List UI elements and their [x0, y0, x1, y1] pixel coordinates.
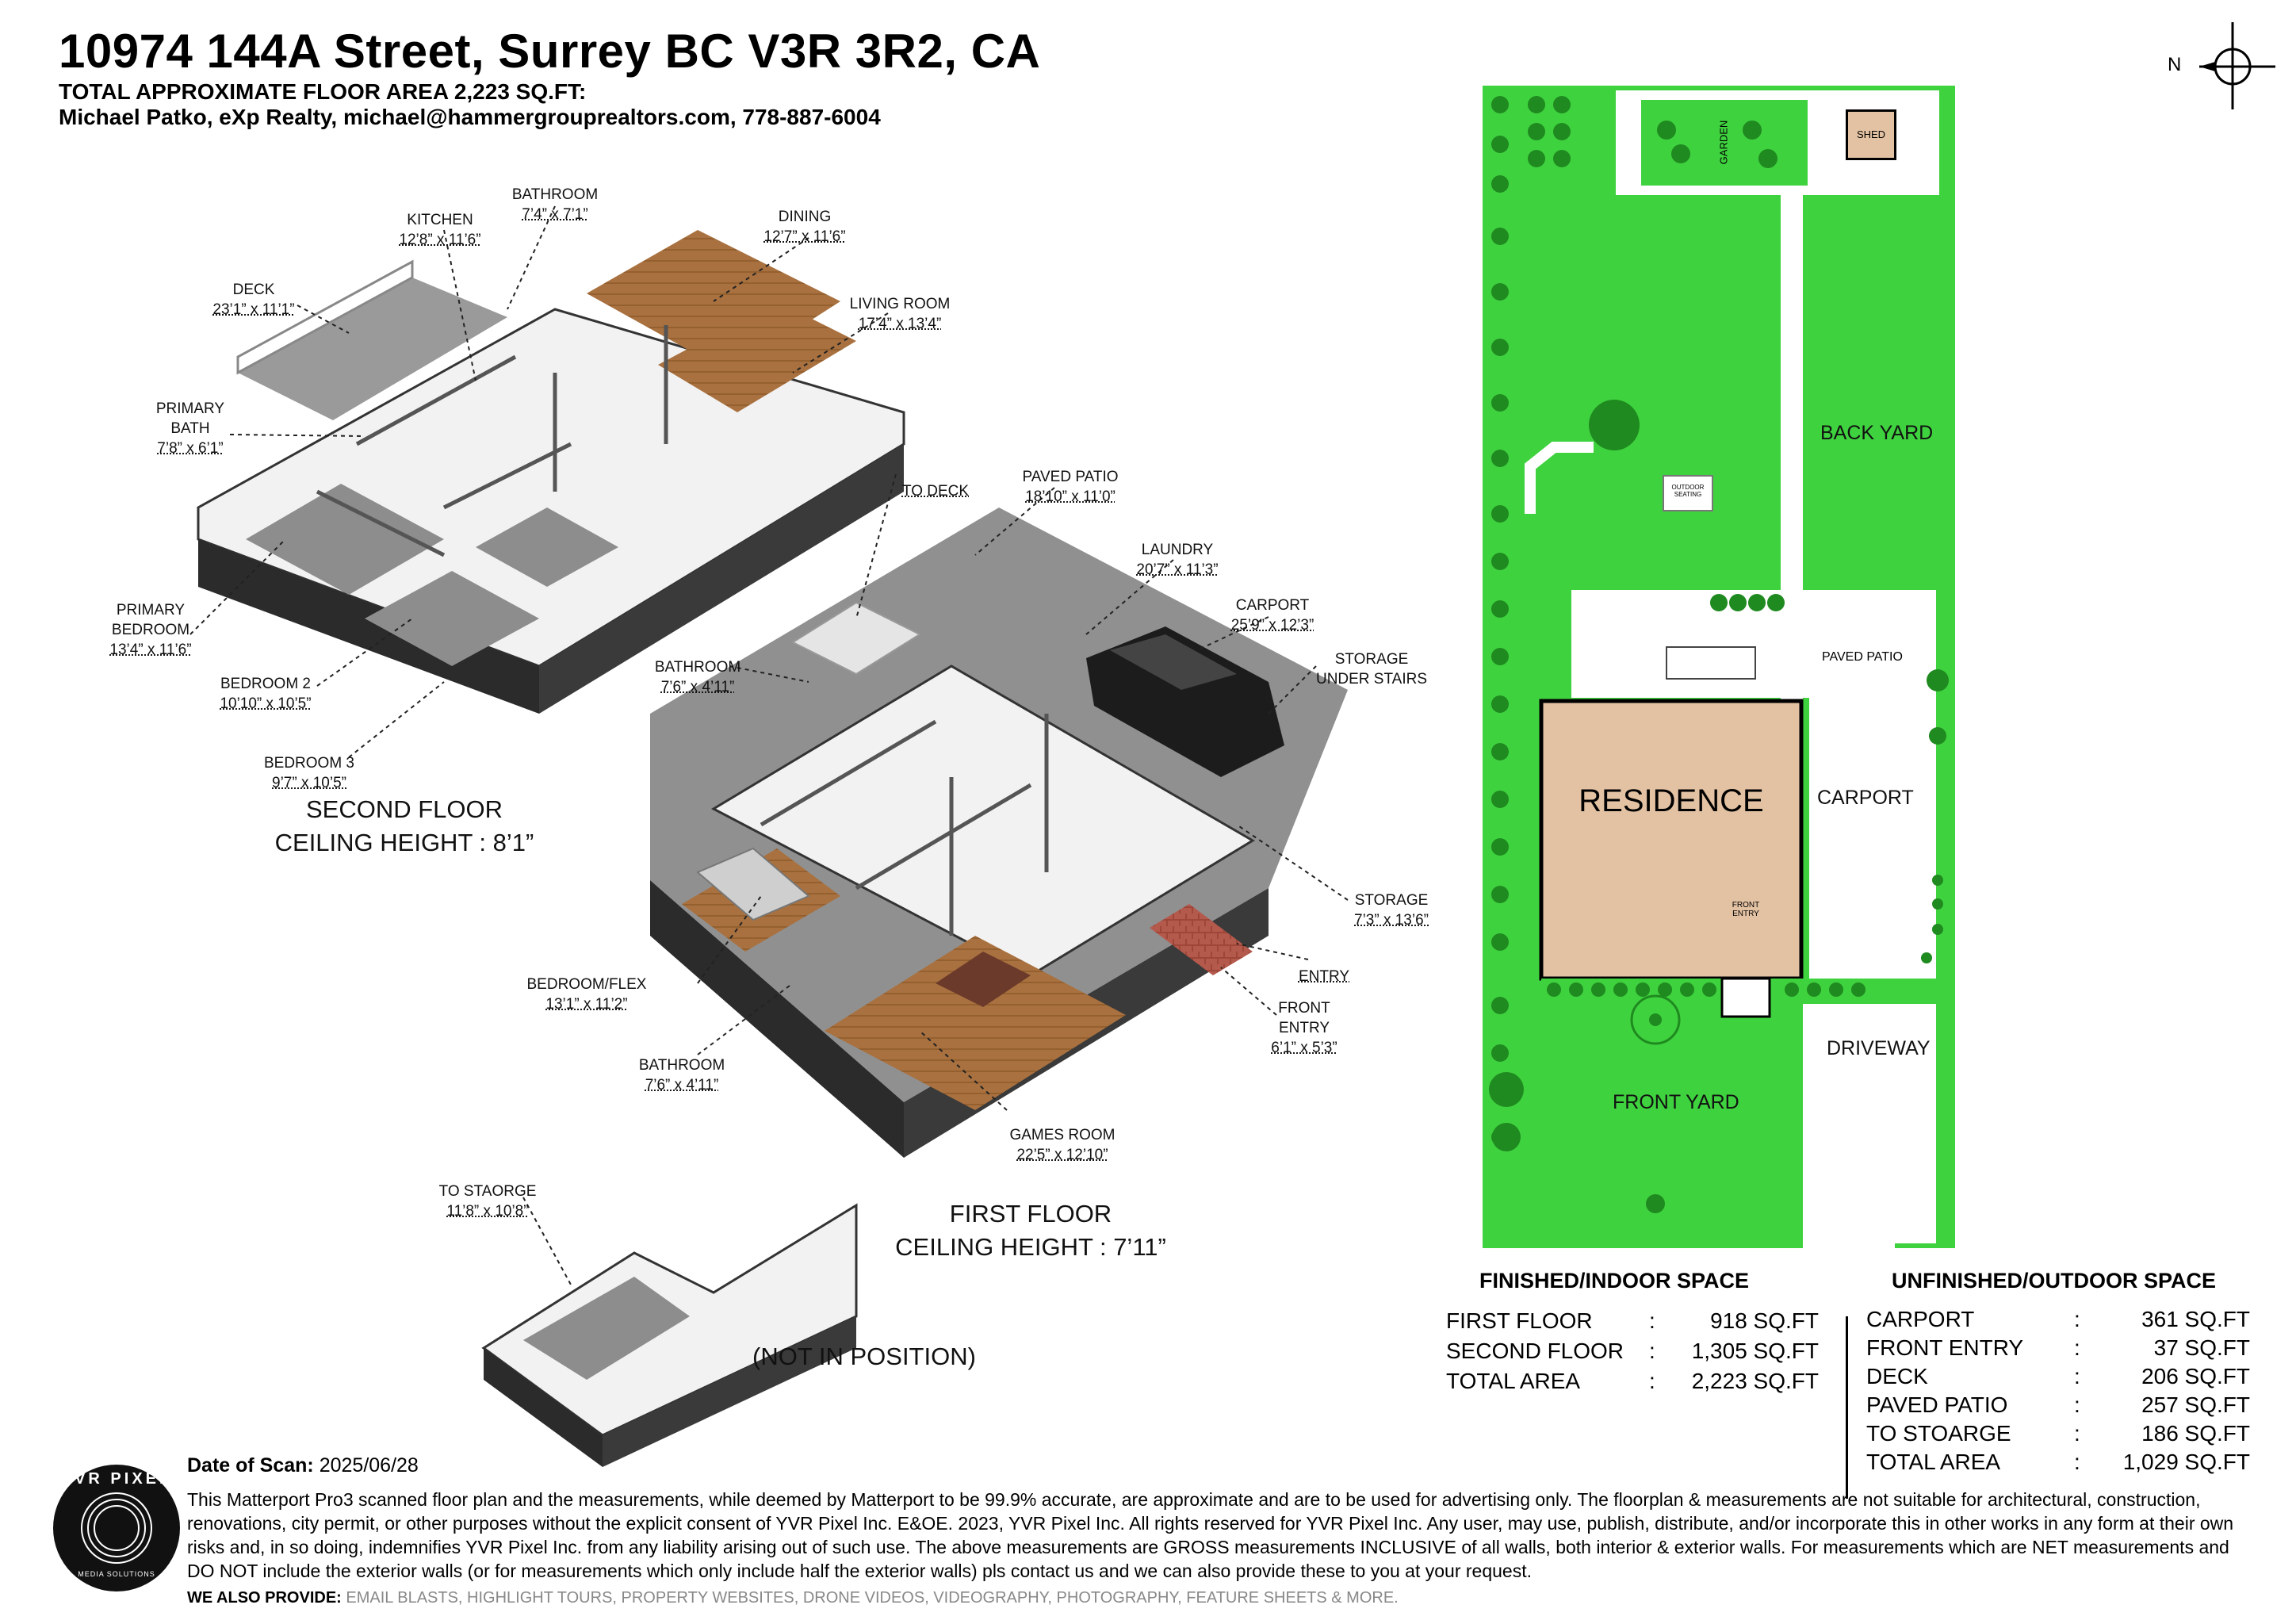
- label-back-yard: BACK YARD: [1820, 422, 1934, 444]
- scan-date-line: Date of Scan: 2025/06/28: [187, 1454, 419, 1477]
- finished-row-value: 918 SQ.FT: [1710, 1308, 1819, 1333]
- unfinished-row-value: 186 SQ.FT: [2141, 1421, 2250, 1446]
- also-provide-line: WE ALSO PROVIDE: EMAIL BLASTS, HIGHLIGHT…: [187, 1589, 1399, 1607]
- label-storage-under-stairs: STORAGE UNDER STAIRS: [1315, 651, 1428, 688]
- label-outdoor-seating: OUTDOOR SEATING: [1671, 484, 1705, 498]
- floorplan-drawing: [189, 205, 1349, 1467]
- finished-row-sep: :: [1649, 1308, 1655, 1333]
- compass-north-label: N: [2168, 54, 2182, 75]
- label-carport-site: CARPORT: [1817, 787, 1914, 809]
- label-entry: ENTRY: [1298, 968, 1350, 985]
- unfinished-row: PAVED PATIO: [1866, 1392, 2008, 1417]
- label-paved-patio-site: PAVED PATIO: [1822, 650, 1903, 664]
- finished-space-heading: FINISHED/INDOOR SPACE: [1479, 1269, 1750, 1293]
- unfinished-row: DECK: [1866, 1364, 1928, 1388]
- unfinished-row-sep: :: [2074, 1335, 2080, 1360]
- agent-line: Michael Patko, eXp Realty, michael@hamme…: [59, 105, 881, 129]
- unfinished-row-value: 361 SQ.FT: [2141, 1307, 2250, 1331]
- total-area-line: TOTAL APPROXIMATE FLOOR AREA 2,223 SQ.FT…: [59, 79, 587, 104]
- logo-text: YVR PIXEL: [60, 1470, 173, 1488]
- finished-row-sep: :: [1649, 1339, 1655, 1363]
- second-floor-plan: [197, 230, 905, 714]
- finished-row: FIRST FLOOR: [1446, 1308, 1593, 1333]
- unfinished-row-value: 206 SQ.FT: [2141, 1364, 2250, 1388]
- unfinished-row-value: 37 SQ.FT: [2153, 1335, 2250, 1360]
- unfinished-space-heading: UNFINISHED/OUTDOOR SPACE: [1892, 1269, 2217, 1293]
- car-icon: [1086, 626, 1284, 777]
- unfinished-row-value: 257 SQ.FT: [2141, 1392, 2250, 1417]
- unfinished-row-sep: :: [2074, 1450, 2080, 1474]
- unfinished-row-sep: :: [2074, 1421, 2080, 1446]
- disclaimer-text: This Matterport Pro3 scanned floor plan …: [187, 1489, 2234, 1581]
- leader-lines: [189, 205, 1349, 1285]
- unfinished-row: TOTAL AREA: [1866, 1450, 2001, 1474]
- logo-small-text: MEDIA SOLUTIONS: [78, 1570, 155, 1578]
- label-residence: RESIDENCE: [1578, 783, 1764, 818]
- storage-block-plan: [481, 1203, 858, 1467]
- unfinished-row-sep: :: [2074, 1364, 2080, 1388]
- finished-row-sep: :: [1649, 1369, 1655, 1393]
- finished-row-value: 2,223 SQ.FT: [1691, 1369, 1819, 1393]
- label-to-deck: TO DECK: [901, 483, 970, 500]
- property-address: 10974 144A Street, Surrey BC V3R 3R2, CA: [59, 25, 1041, 78]
- unfinished-row: FRONT ENTRY: [1866, 1335, 2024, 1360]
- not-in-position-note: (NOT IN POSITION): [752, 1342, 976, 1370]
- unfinished-row-sep: :: [2074, 1307, 2080, 1331]
- yvr-pixel-logo: YVR PIXEL MEDIA SOLUTIONS: [51, 1462, 182, 1594]
- unfinished-space-table: CARPORT : 361 SQ.FT FRONT ENTRY : 37 SQ.…: [1866, 1307, 2250, 1489]
- label-front-entry-site: FRONT ENTRY: [1732, 901, 1760, 918]
- finished-row: TOTAL AREA: [1446, 1369, 1581, 1393]
- label-driveway: DRIVEWAY: [1827, 1037, 1931, 1059]
- site-plan: SHED GARDEN BACK YARD OUTDOOR SEATING PA…: [1483, 86, 1955, 1248]
- north-compass-icon: N: [2164, 22, 2275, 117]
- label-front-yard: FRONT YARD: [1613, 1091, 1739, 1113]
- first-floor-plan: [650, 508, 1348, 1158]
- shed-block: SHED: [1846, 109, 1896, 160]
- unfinished-row-value: 1,029 SQ.FT: [2122, 1450, 2250, 1474]
- finished-space-table: FIRST FLOOR : 918 SQ.FT SECOND FLOOR : 1…: [1446, 1308, 1819, 1404]
- finished-row-value: 1,305 SQ.FT: [1691, 1339, 1819, 1363]
- unfinished-row: CARPORT: [1866, 1307, 1975, 1331]
- table-divider: [1846, 1316, 1848, 1499]
- finished-row: SECOND FLOOR: [1446, 1339, 1624, 1363]
- tree-icons: [1489, 96, 1949, 1213]
- unfinished-row-sep: :: [2074, 1392, 2080, 1417]
- unfinished-row: TO STOARGE: [1866, 1421, 2011, 1446]
